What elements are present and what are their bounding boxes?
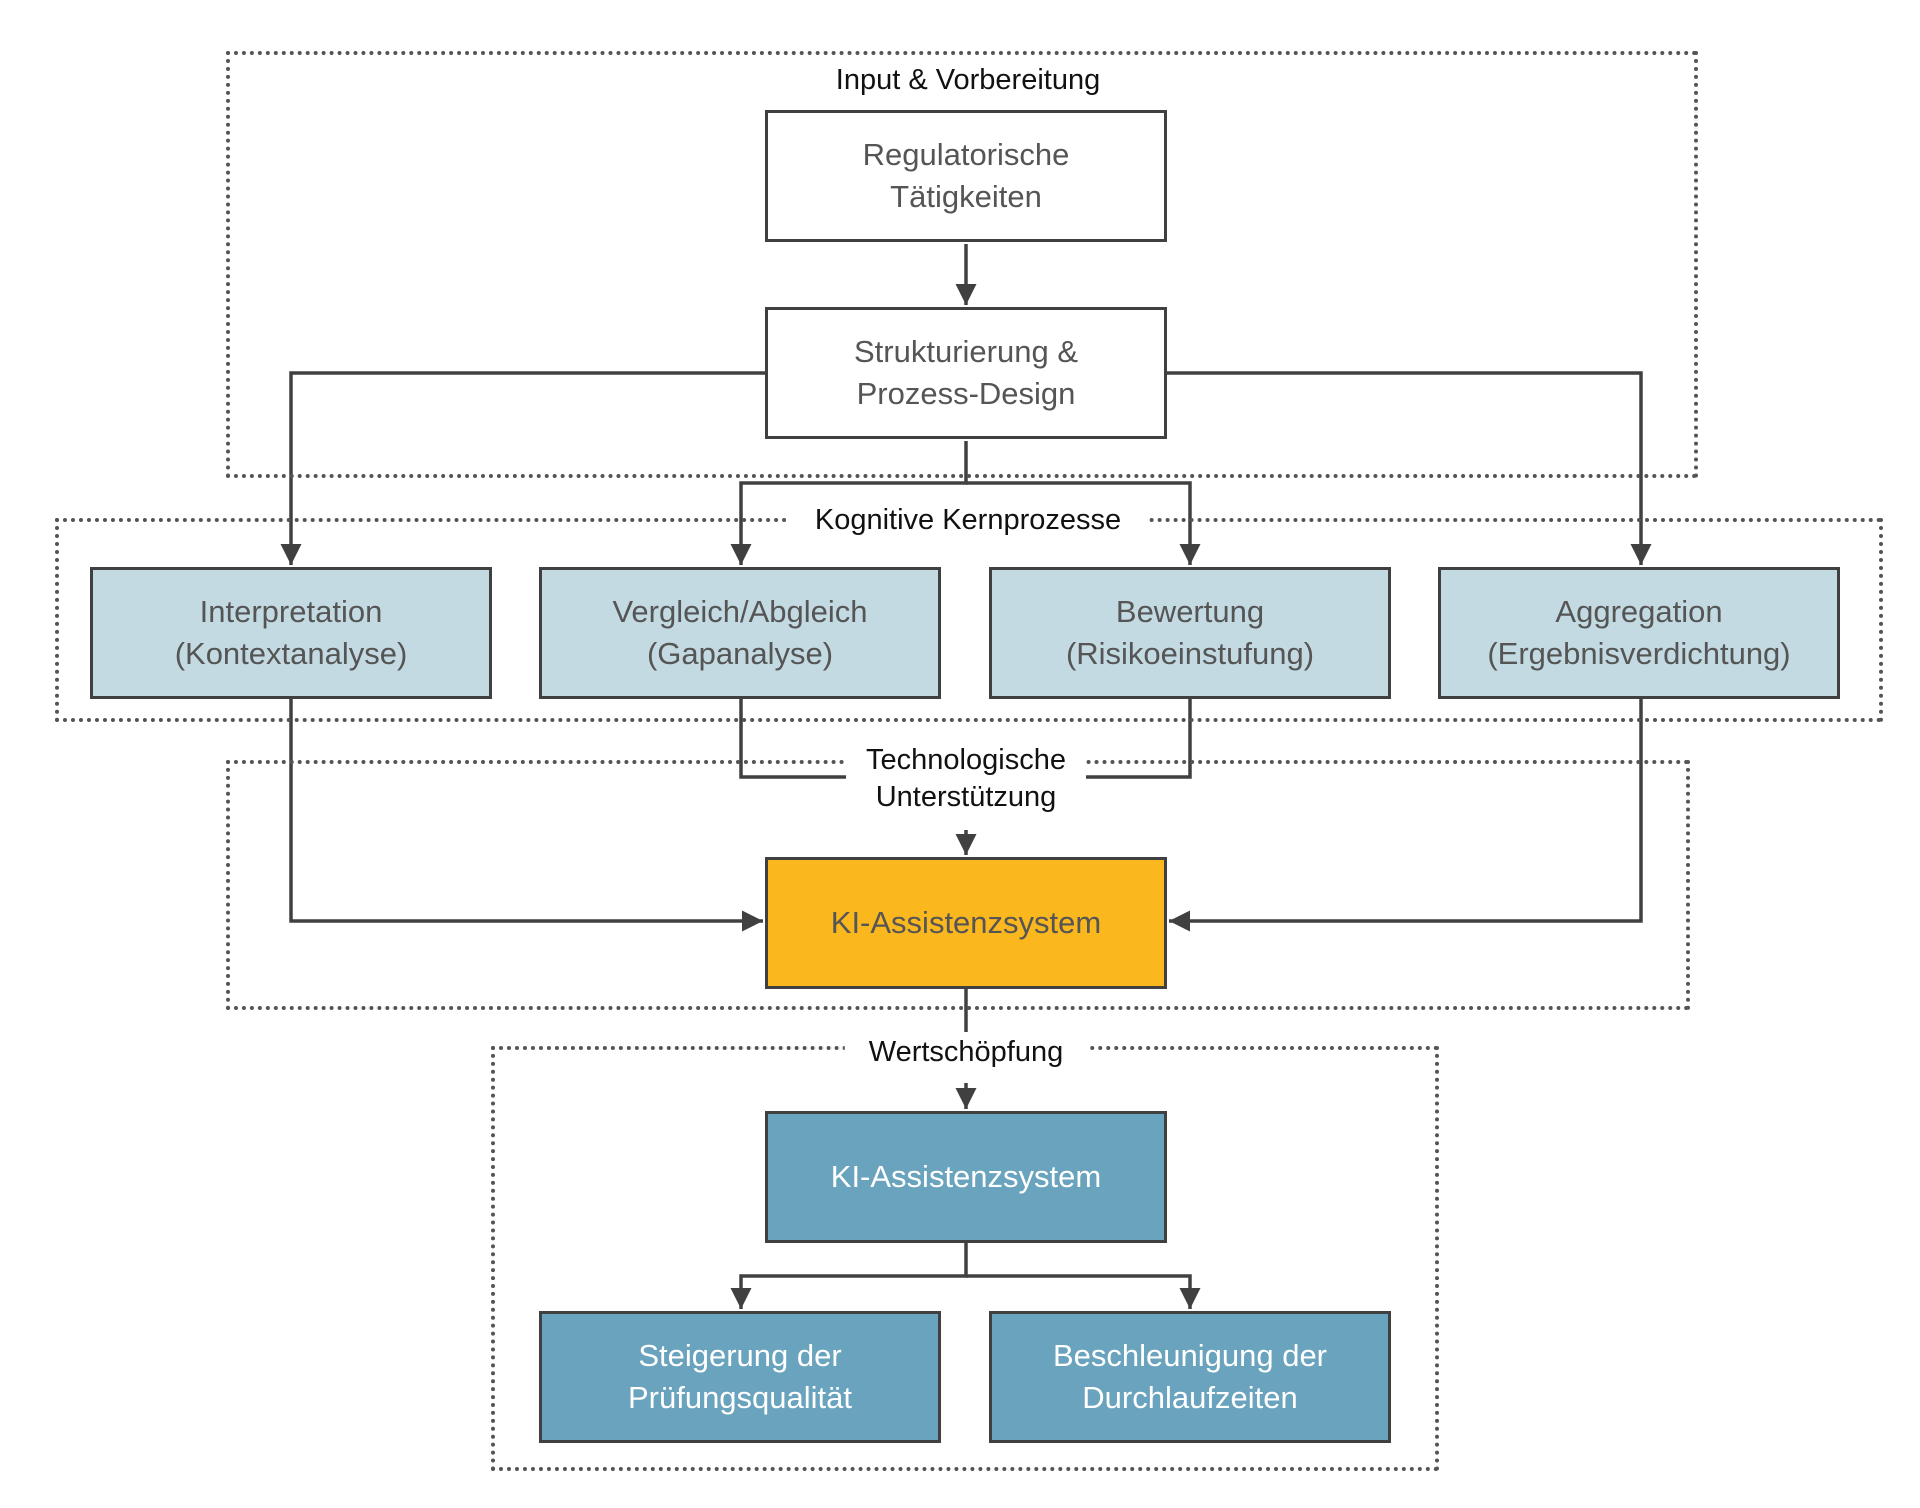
group-label-tech-line-2: Unterstützung	[875, 781, 1057, 813]
arrow-interpretation-to-ai	[289, 699, 763, 932]
node-speed-line-2: Durchlaufzeiten	[1082, 1380, 1298, 1415]
arrow-aggregation-to-ai	[1169, 699, 1643, 932]
node-ai-assistant-system: KI-Assistenzsystem	[765, 857, 1167, 989]
node-regulatory-line-1: Regulatorische	[862, 137, 1070, 172]
node-aggregation: Aggregation (Ergebnisverdichtung)	[1438, 567, 1840, 699]
node-comparison-line-2: (Gapanalyse)	[646, 636, 834, 671]
node-ai-assistant-system-label: KI-Assistenzsystem	[830, 905, 1102, 940]
node-quality-line-1: Steigerung der	[638, 1338, 842, 1373]
node-quality-line-2: Prüfungsqualität	[627, 1380, 853, 1415]
group-label-value: Wertschöpfung	[844, 1032, 1088, 1083]
node-structuring-line-1: Strukturierung &	[854, 334, 1078, 369]
arrow-structuring-to-aggregation	[1167, 371, 1652, 565]
node-comparison: Vergleich/Abgleich (Gapanalyse)	[539, 567, 941, 699]
arrow-structuring-to-comparison	[730, 441, 968, 565]
node-interpretation-line-1: Interpretation	[199, 594, 383, 629]
node-evaluation-line-1: Bewertung	[1115, 594, 1265, 629]
node-quality-increase: Steigerung der Prüfungsqualität	[539, 1311, 941, 1443]
group-label-value-text: Wertschöpfung	[868, 1036, 1064, 1068]
arrow-structuring-to-evaluation	[966, 481, 1201, 565]
group-label-cognitive-text: Kognitive Kernprozesse	[814, 504, 1122, 536]
group-label-tech-line-1: Technologische	[866, 744, 1066, 776]
node-interpretation-line-2: (Kontextanalyse)	[174, 636, 408, 671]
group-label-tech: Technologische Unterstützung	[846, 736, 1086, 830]
group-label-cognitive: Kognitive Kernprozesse	[788, 502, 1148, 539]
group-input-frame	[226, 51, 1698, 478]
node-comparison-line-1: Vergleich/Abgleich	[612, 594, 868, 629]
node-evaluation: Bewertung (Risikoeinstufung)	[989, 567, 1391, 699]
node-aggregation-line-1: Aggregation	[1555, 594, 1723, 629]
arrow-structuring-to-interpretation	[280, 371, 765, 565]
node-interpretation: Interpretation (Kontextanalyse)	[90, 567, 492, 699]
node-regulatory-line-2: Tätigkeiten	[890, 179, 1042, 214]
group-label-input-text: Input & Vorbereitung	[835, 64, 1101, 96]
node-speed-line-1: Beschleunigung der	[1052, 1338, 1328, 1373]
node-regulatory-activities: Regulatorische Tätigkeiten	[765, 110, 1167, 242]
node-evaluation-line-2: (Risikoeinstufung)	[1065, 636, 1315, 671]
node-ai-assistant-system-value: KI-Assistenzsystem	[765, 1111, 1167, 1243]
arrow-value-ai-to-quality	[730, 1241, 968, 1309]
node-structuring: Strukturierung & Prozess-Design	[765, 307, 1167, 439]
node-speed-increase: Beschleunigung der Durchlaufzeiten	[989, 1311, 1391, 1443]
node-structuring-line-2: Prozess-Design	[856, 376, 1076, 411]
node-ai-assistant-system-value-label: KI-Assistenzsystem	[830, 1159, 1102, 1194]
group-label-input: Input & Vorbereitung	[823, 62, 1113, 99]
arrow-value-ai-to-speed	[966, 1274, 1201, 1309]
node-aggregation-line-2: (Ergebnisverdichtung)	[1487, 636, 1791, 671]
